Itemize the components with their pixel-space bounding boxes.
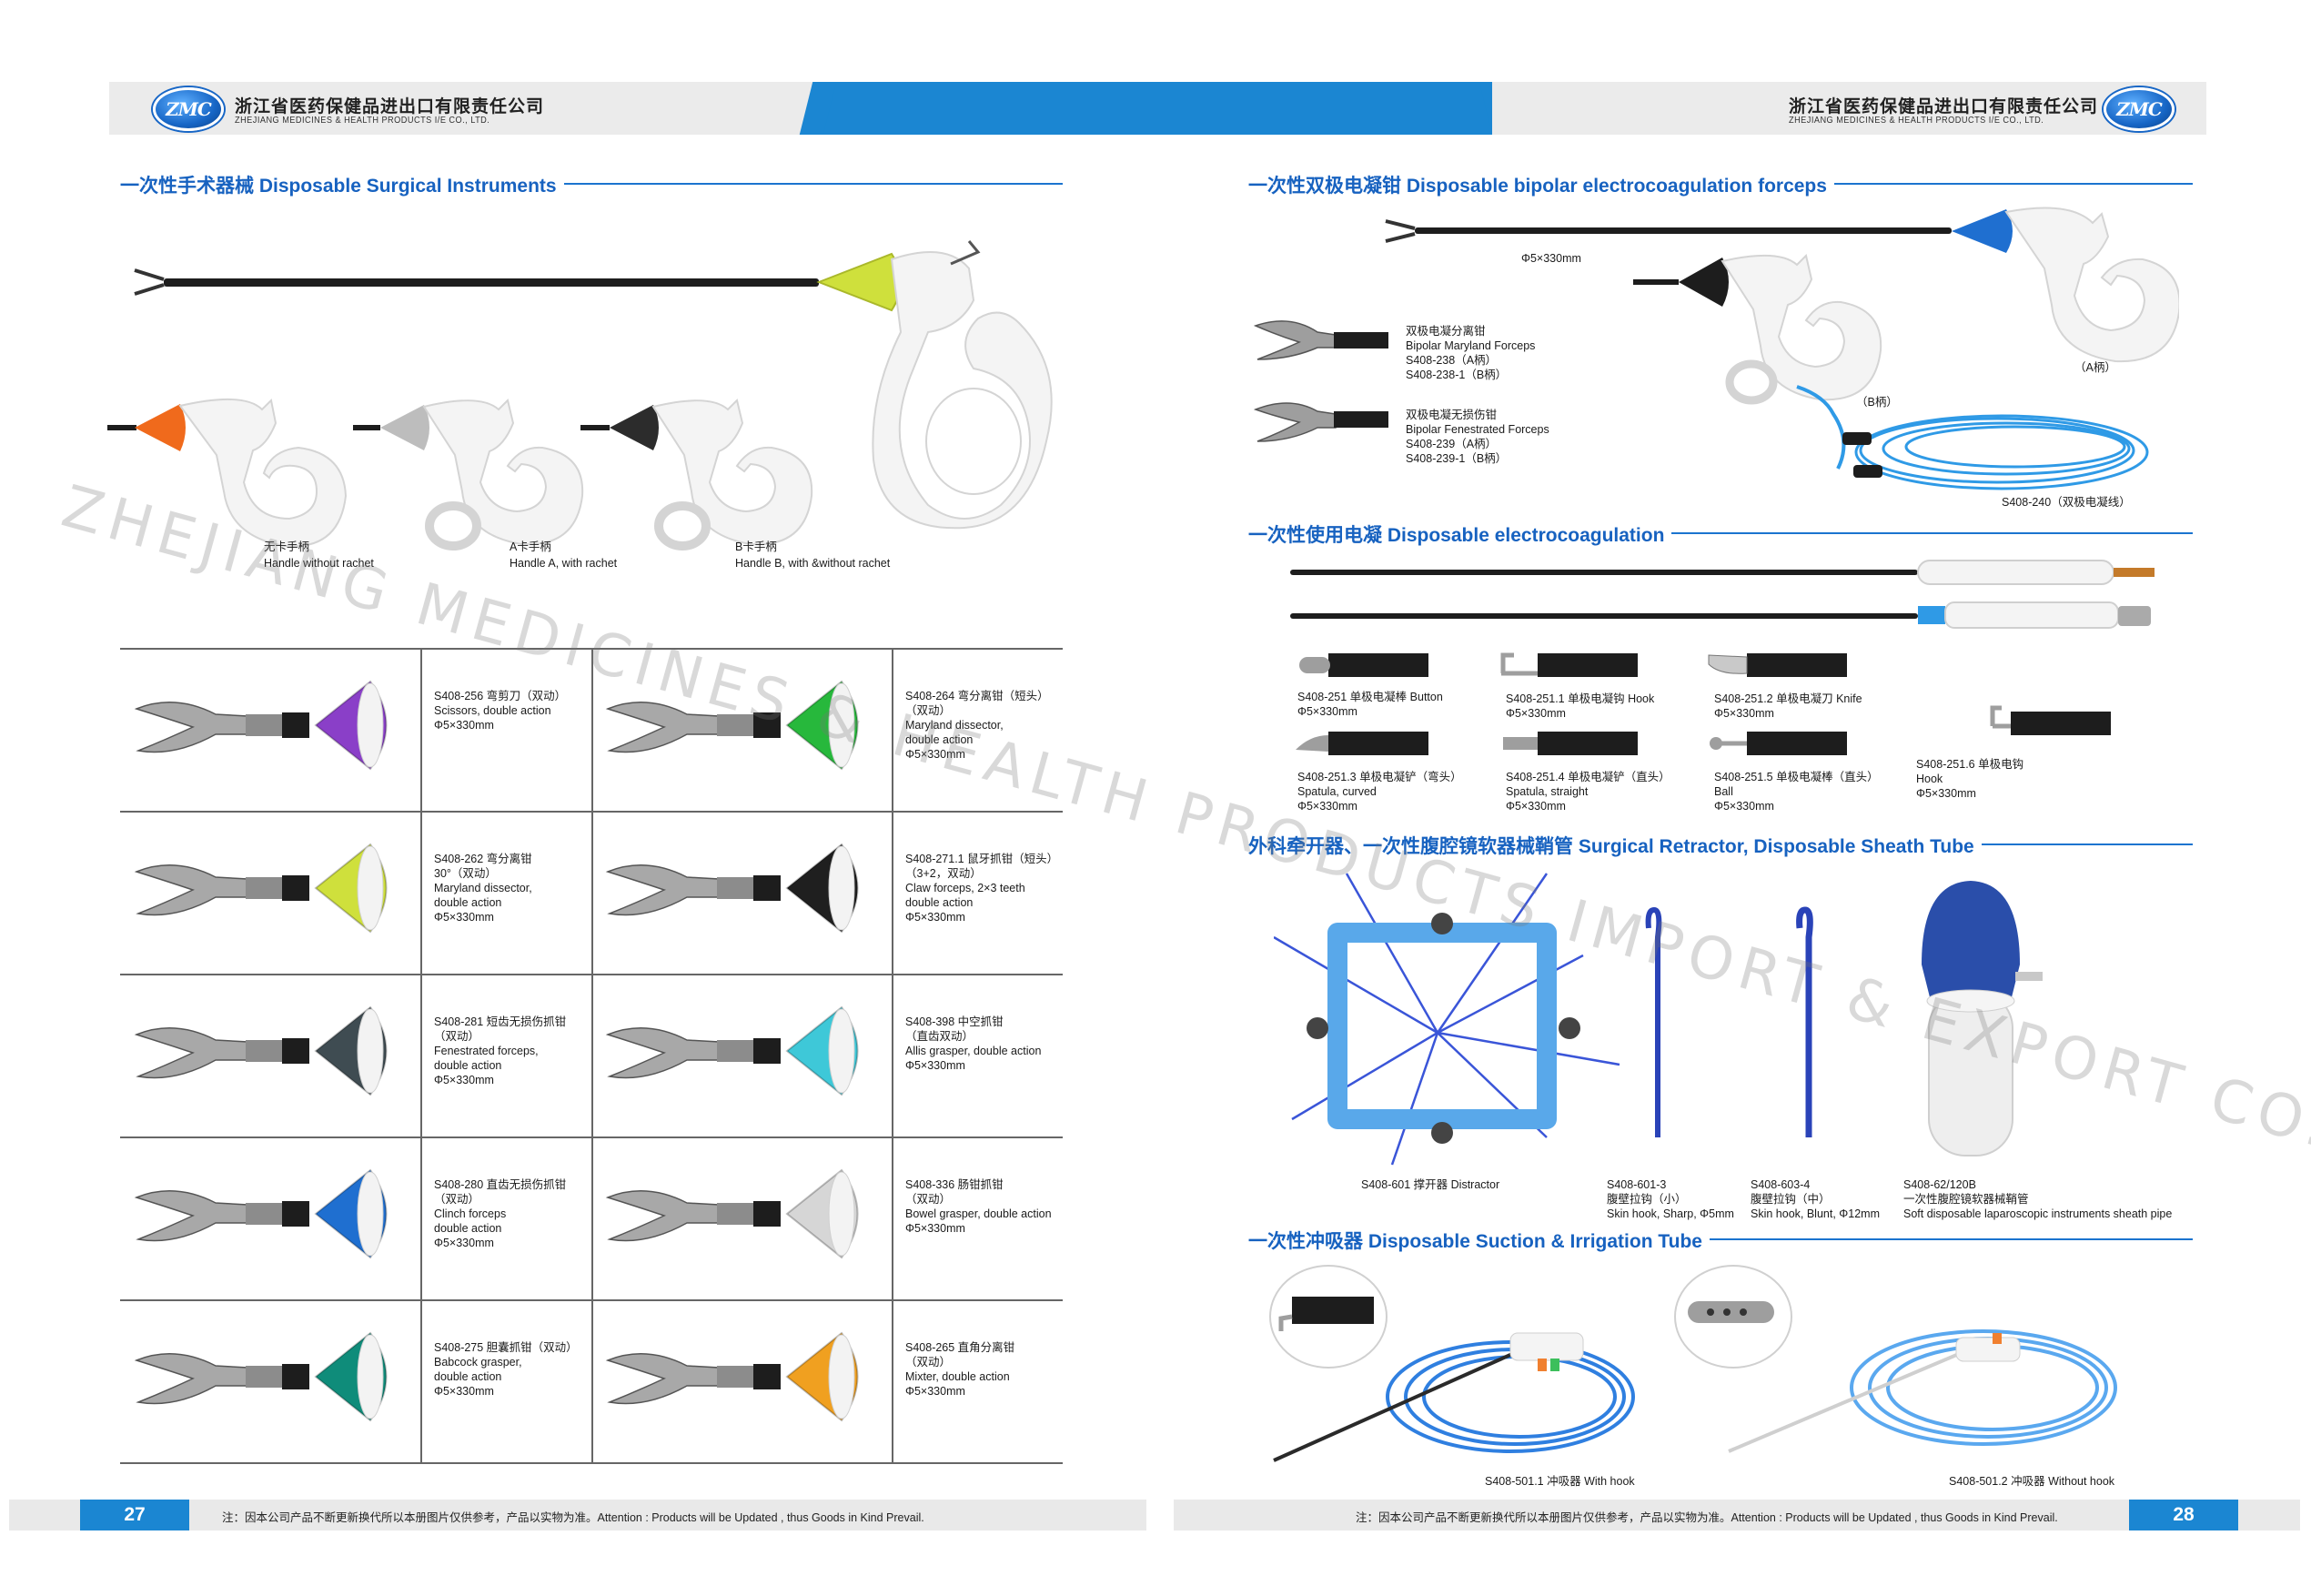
grid-instrument-10 xyxy=(605,1331,859,1422)
bipolar-cable-label: S408-240（双极电凝线） xyxy=(2002,496,2131,509)
section-electrocoagulation: 一次性使用电凝 Disposable electrocoagulation xyxy=(1248,520,2193,548)
grid-instrument-5 xyxy=(134,1005,388,1096)
company-logo: ZMC xyxy=(153,87,224,131)
grid-cell-text-8: S408-336 肠钳抓钳 （双动） Bowel grasper, double… xyxy=(905,1178,1052,1235)
grid-cell-text-7: S408-280 直齿无损伤抓钳 （双动） Clinch forceps dou… xyxy=(434,1178,567,1249)
bipolar-spec: Φ5×330mm xyxy=(1521,252,1581,265)
bipolar-label-b: （B柄） xyxy=(1856,396,1898,409)
handle-1-label-en: Handle without rachet xyxy=(264,557,374,570)
suction-item-2: S408-501.2 冲吸器 Without hook xyxy=(1949,1475,2115,1488)
retractor-item-1: S408-601 撑开器 Distractor xyxy=(1361,1178,1500,1191)
bipolar-forceps-drawing xyxy=(1385,207,2179,490)
grid-instrument-3 xyxy=(134,843,388,934)
suction-item-1: S408-501.1 冲吸器 With hook xyxy=(1485,1475,1635,1488)
grid-vline xyxy=(892,648,893,1462)
footnote-left: 注：因本公司产品不断更新换代所以本册图片仅供参考，产品以实物为准。Attenti… xyxy=(222,1511,924,1524)
section-bipolar: 一次性双极电凝钳 Disposable bipolar electrocoagu… xyxy=(1248,171,2193,198)
retractor-item-3: S408-603-4 腹壁拉钩（中） Skin hook, Blunt, Φ12… xyxy=(1751,1178,1880,1220)
company-name-cn-right: 浙江省医药保健品进出口有限责任公司 xyxy=(1789,97,2099,116)
retractor-item-4: S408-62/120B 一次性腹腔镜软器械鞘管 Soft disposable… xyxy=(1903,1178,2173,1220)
handle-without-rachet xyxy=(107,398,348,548)
grid-vline xyxy=(591,648,593,1462)
page-number-right: 28 xyxy=(2129,1500,2238,1530)
company-name-en: ZHEJIANG MEDICINES & HEALTH PRODUCTS I/E… xyxy=(235,116,490,126)
handles-row xyxy=(107,398,813,551)
section-title-suction: 一次性冲吸器 Disposable Suction & Irrigation T… xyxy=(1248,1227,1710,1254)
company-logo-right: ZMC xyxy=(2104,87,2175,131)
bipolar-item-2: 双极电凝无损伤钳 Bipolar Fenestrated Forceps S40… xyxy=(1406,409,1549,465)
section-suction: 一次性冲吸器 Disposable Suction & Irrigation T… xyxy=(1248,1227,2193,1254)
logo-text-right: ZMC xyxy=(2116,98,2163,120)
instrument-long-with-handle xyxy=(134,240,1053,530)
handle-b-with-without-rachet xyxy=(580,399,813,551)
footer-bar-right xyxy=(1174,1500,2300,1530)
grid-cell-text-9: S408-275 胆囊抓钳（双动） Babcock grasper, doubl… xyxy=(434,1341,578,1398)
section-surgical-instruments: 一次性手术器械 Disposable Surgical Instruments xyxy=(120,171,1063,198)
company-name-cn: 浙江省医药保健品进出口有限责任公司 xyxy=(235,97,545,116)
suction-drawing xyxy=(1269,1265,2117,1462)
grid-instrument-1 xyxy=(134,680,388,771)
bipolar-label-a: （A柄） xyxy=(2074,361,2116,374)
electro-tip-4: S408-251.3 单极电凝铲（弯头） Spatula, curved Φ5×… xyxy=(1297,771,1462,813)
logo-text: ZMC xyxy=(166,98,212,120)
retractor-item-2: S408-601-3 腹壁拉钩（小） Skin hook, Sharp, Φ5m… xyxy=(1607,1178,1734,1220)
grid-cell-text-4: S408-271.1 鼠牙抓钳（短头） （3+2，双动） Claw forcep… xyxy=(905,853,1059,924)
retractor-drawing xyxy=(1274,873,2043,1166)
grid-instrument-9 xyxy=(134,1331,388,1422)
grid-instrument-2 xyxy=(605,680,859,771)
electro-tip-5: S408-251.4 单极电凝铲（直头） Spatula, straight Φ… xyxy=(1506,771,1670,813)
handle-2-label-cn: A卡手柄 xyxy=(510,540,551,553)
handle-a-with-rachet xyxy=(353,399,584,551)
grid-cell-text-5: S408-281 短齿无损伤抓钳 （双动） Fenestrated forcep… xyxy=(434,1015,567,1086)
handle-3-label-cn: B卡手柄 xyxy=(735,540,777,553)
electrode-tips xyxy=(1296,652,2111,755)
electro-tip-7: S408-251.6 单极电钩 Hook Φ5×330mm xyxy=(1916,758,2024,800)
grid-cell-text-1: S408-256 弯剪刀（双动） Scissors, double action… xyxy=(434,690,567,732)
grid-instrument-6 xyxy=(605,1005,859,1096)
electro-tip-1: S408-251 单极电凝棒 Button Φ5×330mm xyxy=(1297,691,1443,718)
handle-2-label-en: Handle A, with rachet xyxy=(510,557,618,570)
section-title-retractor: 外科牵开器、一次性腹腔镜软器械鞘管 Surgical Retractor, Di… xyxy=(1248,832,1982,859)
grid-vline xyxy=(420,648,422,1462)
electro-tip-6: S408-251.5 单极电凝棒（直头） Ball Φ5×330mm xyxy=(1714,771,1879,813)
section-title: 一次性手术器械 Disposable Surgical Instruments xyxy=(120,171,564,198)
handle-3-label-en: Handle B, with &without rachet xyxy=(735,557,891,570)
grid-instrument-8 xyxy=(605,1168,859,1259)
grid-cell-text-2: S408-264 弯分离钳（短头） （双动） Maryland dissecto… xyxy=(905,690,1049,761)
section-title-electro: 一次性使用电凝 Disposable electrocoagulation xyxy=(1248,520,1672,548)
footnote-right: 注：因本公司产品不断更新换代所以本册图片仅供参考，产品以实物为准。Attenti… xyxy=(1356,1511,2058,1524)
electro-tip-3: S408-251.2 单极电凝刀 Knife Φ5×330mm xyxy=(1714,692,1862,720)
electro-tip-2: S408-251.1 单极电凝钩 Hook Φ5×330mm xyxy=(1506,692,1655,720)
footer-bar-left xyxy=(9,1500,1146,1530)
handle-1-label-cn: 无卡手柄 xyxy=(264,540,310,553)
grid-cell-text-3: S408-262 弯分离钳 30°（双动） Maryland dissector… xyxy=(434,853,532,924)
grid-hline xyxy=(120,1462,1063,1464)
section-title-bipolar: 一次性双极电凝钳 Disposable bipolar electrocoagu… xyxy=(1248,171,1834,198)
bipolar-jaws xyxy=(1254,320,1388,442)
page-number-left: 27 xyxy=(80,1500,189,1530)
grid-instrument-4 xyxy=(605,843,859,934)
section-retractor: 外科牵开器、一次性腹腔镜软器械鞘管 Surgical Retractor, Di… xyxy=(1248,832,2193,859)
header-bar-left xyxy=(109,82,828,135)
header-bar-right xyxy=(1492,82,2206,135)
electrode-rods xyxy=(1290,560,2155,629)
grid-instrument-7 xyxy=(134,1168,388,1259)
grid-cell-text-6: S408-398 中空抓钳 （直齿双动） Allis grasper, doub… xyxy=(905,1015,1042,1072)
grid-cell-text-10: S408-265 直角分离钳 （双动） Mixter, double actio… xyxy=(905,1341,1015,1398)
header-center-tab xyxy=(819,82,1497,135)
company-name-en-right: ZHEJIANG MEDICINES & HEALTH PRODUCTS I/E… xyxy=(1789,116,2044,126)
bipolar-item-1: 双极电凝分离钳 Bipolar Maryland Forceps S408-23… xyxy=(1406,325,1536,381)
